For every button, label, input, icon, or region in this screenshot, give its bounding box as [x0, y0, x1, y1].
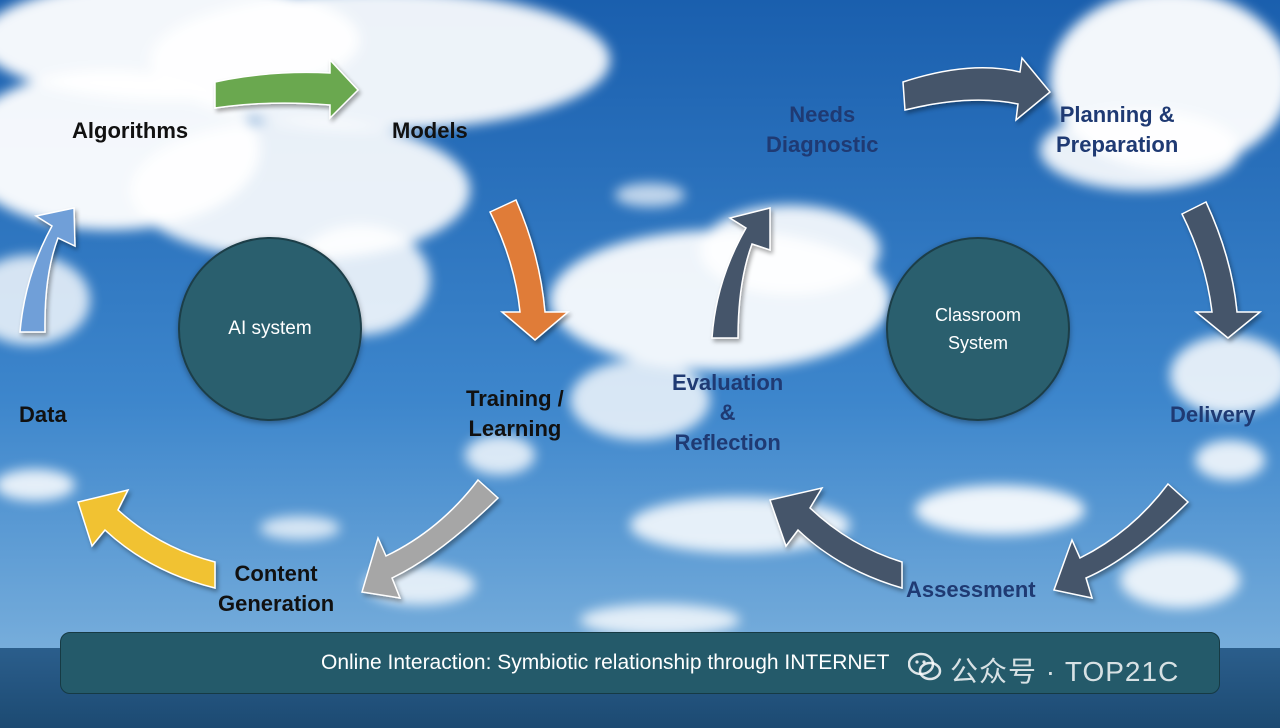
classroom-system-line1: Classroom	[934, 305, 1022, 325]
node-evaluation-line2: &	[719, 400, 736, 425]
node-assessment-label: Assessment	[906, 577, 1036, 602]
classroom-system-line2: System	[947, 333, 1008, 353]
node-planning-line1: Planning &	[1059, 102, 1175, 127]
node-data-label: Data	[19, 402, 67, 427]
node-content-line1: Content	[234, 561, 318, 586]
node-data: Data	[19, 400, 67, 430]
watermark-text: 公众号 · TOP21C	[950, 656, 1180, 687]
node-evaluation-line1: Evaluation	[672, 370, 784, 395]
classroom-cycle-arrows	[711, 56, 1263, 599]
node-models-label: Models	[392, 118, 468, 143]
node-delivery: Delivery	[1170, 400, 1256, 430]
online-interaction-banner: Online Interaction: Symbiotic relationsh…	[60, 632, 1220, 694]
classroom-system-circle: Classroom System	[886, 237, 1070, 421]
node-models: Models	[392, 116, 468, 146]
arrow-training-to-content	[361, 478, 500, 599]
node-needs-line1: Needs	[789, 102, 856, 127]
node-needs-line2: Diagnostic	[766, 132, 879, 157]
node-evaluation-line3: Reflection	[674, 430, 781, 455]
node-algorithms-label: Algorithms	[72, 118, 189, 143]
banner-text: Online Interaction: Symbiotic relationsh…	[321, 651, 890, 674]
arrow-models-to-training	[488, 198, 571, 341]
arrow-content-to-data	[77, 488, 216, 589]
arrow-evaluation-to-needs	[711, 207, 771, 339]
watermark: 公众号 · TOP21C	[907, 650, 1180, 690]
node-training-line1: Training /	[466, 386, 564, 411]
arrow-assessment-to-evaluation	[769, 486, 903, 589]
arrow-planning-to-delivery	[1180, 200, 1263, 339]
arrow-data-to-algorithms	[19, 207, 76, 333]
arrow-delivery-to-assessment	[1053, 482, 1190, 599]
node-planning-preparation: Planning & Preparation	[1056, 100, 1178, 160]
node-training-line2: Learning	[468, 416, 562, 441]
node-algorithms: Algorithms	[72, 116, 188, 146]
ai-cycle-arrows	[19, 58, 571, 599]
node-content-line2: Generation	[218, 591, 335, 616]
ai-system-circle: AI system	[178, 237, 362, 421]
node-evaluation-reflection: Evaluation & Reflection	[672, 368, 783, 458]
node-training-learning: Training / Learning	[466, 384, 564, 444]
node-delivery-label: Delivery	[1170, 402, 1256, 427]
node-assessment: Assessment	[906, 575, 1036, 605]
ai-system-label: AI system	[228, 318, 312, 339]
wechat-icon	[907, 652, 942, 689]
node-content-generation: Content Generation	[218, 559, 334, 619]
arrow-needs-to-planning	[902, 56, 1052, 122]
node-needs-diagnostic: Needs Diagnostic	[766, 100, 878, 160]
node-planning-line2: Preparation	[1056, 132, 1179, 157]
arrow-algorithms-to-models	[214, 58, 360, 120]
